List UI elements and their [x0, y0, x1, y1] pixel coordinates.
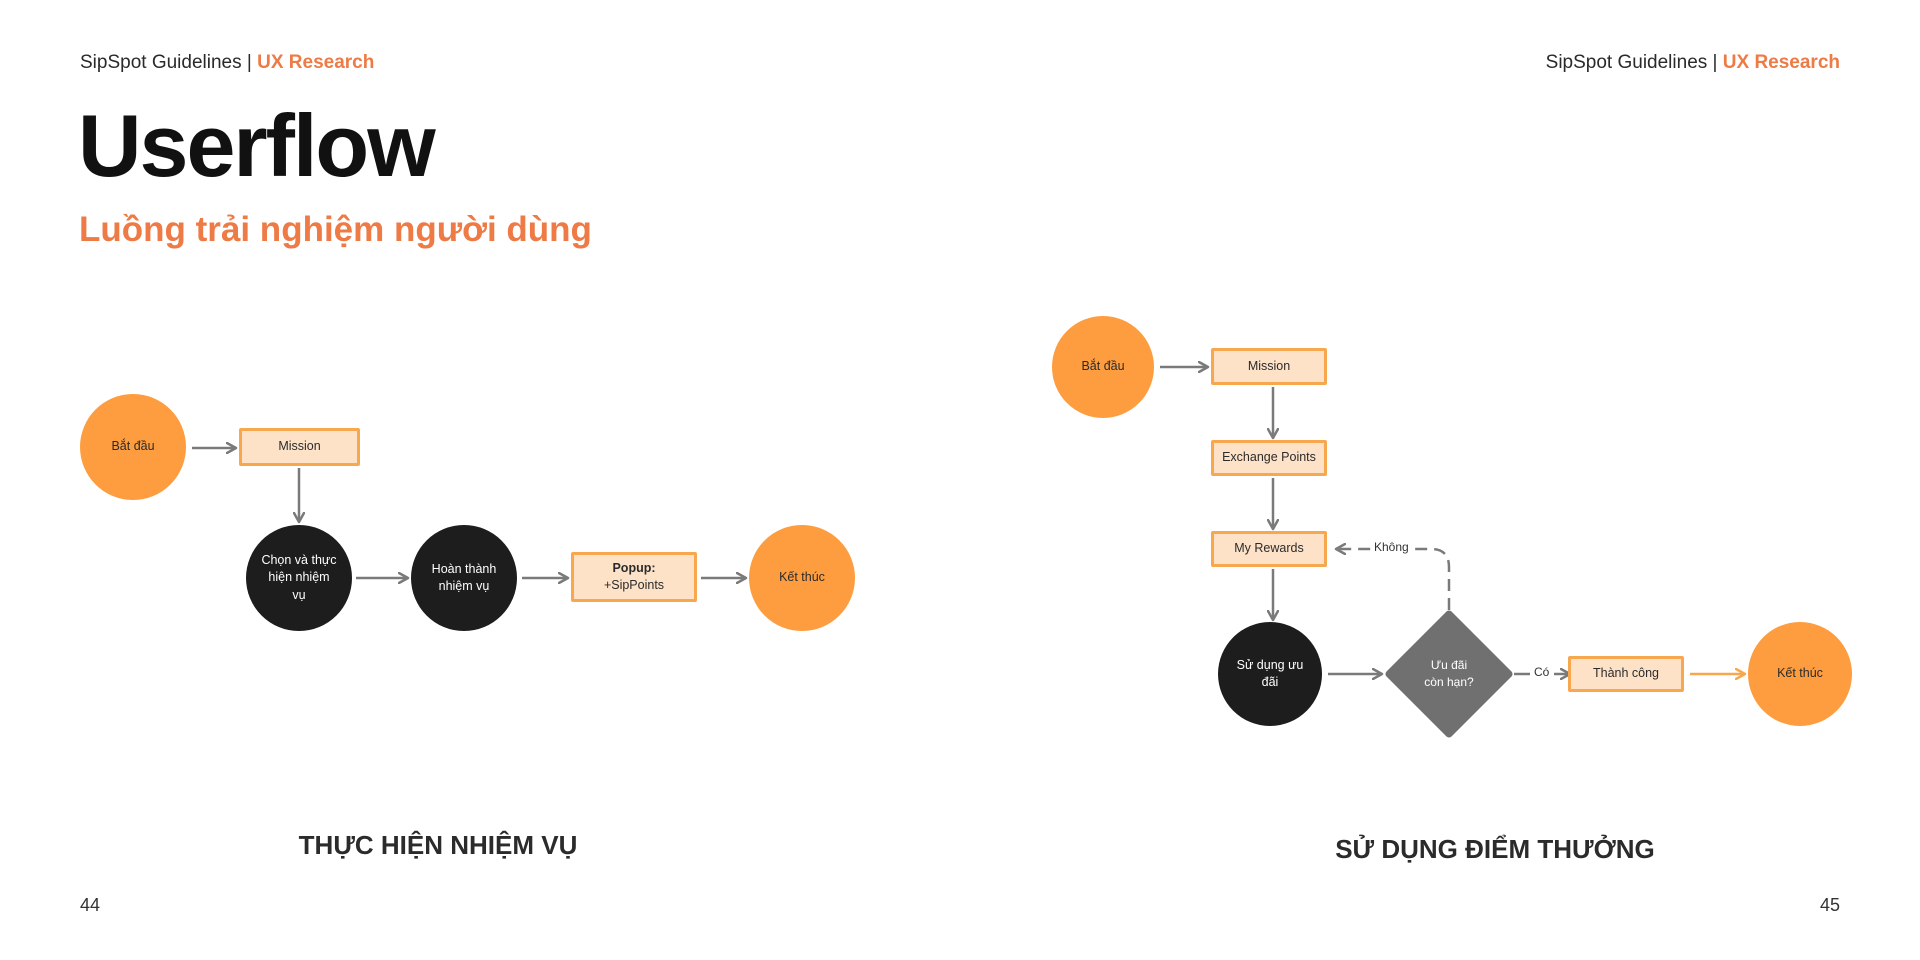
flow2-mission-box: Mission: [1211, 348, 1327, 385]
flow2-exchange-box: Exchange Points: [1211, 440, 1327, 476]
header-section: UX Research: [1722, 52, 1840, 73]
page-subtitle: Luồng trải nghiệm người dùng: [79, 210, 592, 249]
flow2-rewards-box: My Rewards: [1211, 531, 1327, 567]
flow1-mission-label: Mission: [278, 439, 321, 454]
header-separator: |: [1712, 52, 1718, 73]
flow1-complete-node: Hoàn thành nhiệm vụ: [411, 525, 517, 631]
header-section: UX Research: [257, 52, 375, 73]
page-number-left: 44: [80, 895, 101, 915]
page-number-right: 45: [1819, 895, 1840, 915]
header-left: SipSpot Guidelines | UX Research: [80, 52, 374, 74]
flow1-mission-box: Mission: [239, 428, 360, 466]
flow1-popup-box: Popup: +SipPoints: [571, 552, 697, 602]
flow1-end-node: Kết thúc: [749, 525, 855, 631]
flow2-success-label: Thành công: [1592, 666, 1660, 681]
flow2-caption: SỬ DỤNG ĐIỂM THƯỞNG: [1335, 834, 1655, 864]
brand-name: SipSpot Guidelines: [1545, 52, 1708, 73]
edge-label-no: Không: [1371, 540, 1412, 554]
flow1-popup-title: Popup:: [612, 560, 656, 575]
header-right: SipSpot Guidelines | UX Research: [1546, 52, 1840, 74]
flow1-caption: THỰC HIỆN NHIỆM VỤ: [298, 830, 578, 860]
flow1-end-label: Kết thúc: [779, 570, 825, 585]
flow2-start-label: Bắt đầu: [1081, 359, 1125, 374]
flow1-start-label: Bắt đầu: [111, 439, 155, 454]
header-separator: |: [246, 52, 252, 73]
flow2-end-node: Kết thúc: [1748, 622, 1852, 726]
brand-name: SipSpot Guidelines: [80, 52, 242, 73]
flow2-decision-node: Ưu đãi còn hạn?: [1384, 609, 1514, 739]
flow2-end-label: Kết thúc: [1777, 666, 1823, 681]
flow1-start-node: Bắt đầu: [80, 394, 186, 500]
flow1-complete-label: Hoàn thành nhiệm vụ: [431, 561, 497, 594]
edge-label-yes: Có: [1531, 665, 1553, 679]
flow2-exchange-label: Exchange Points: [1222, 450, 1316, 465]
flow1-popup-points: +SipPoints: [603, 578, 665, 592]
flow1-choose-node: Chọn và thực hiện nhiệm vụ: [246, 525, 352, 631]
flow2-use-offer-label: Sử dụng ưu đãi: [1236, 657, 1304, 690]
flow2-decision-label: Ưu đãi còn hạn?: [1424, 658, 1474, 689]
arrow-decision-no: [1336, 549, 1451, 610]
flow2-success-box: Thành công: [1568, 656, 1684, 692]
flow2-mission-label: Mission: [1247, 358, 1291, 373]
flow2-start-node: Bắt đầu: [1052, 316, 1154, 418]
flow1-choose-label: Chọn và thực hiện nhiệm vụ: [261, 552, 337, 602]
flow2-use-offer-node: Sử dụng ưu đãi: [1218, 622, 1322, 726]
page-title: Userflow: [78, 96, 436, 195]
flow2-rewards-label: My Rewards: [1234, 541, 1304, 556]
